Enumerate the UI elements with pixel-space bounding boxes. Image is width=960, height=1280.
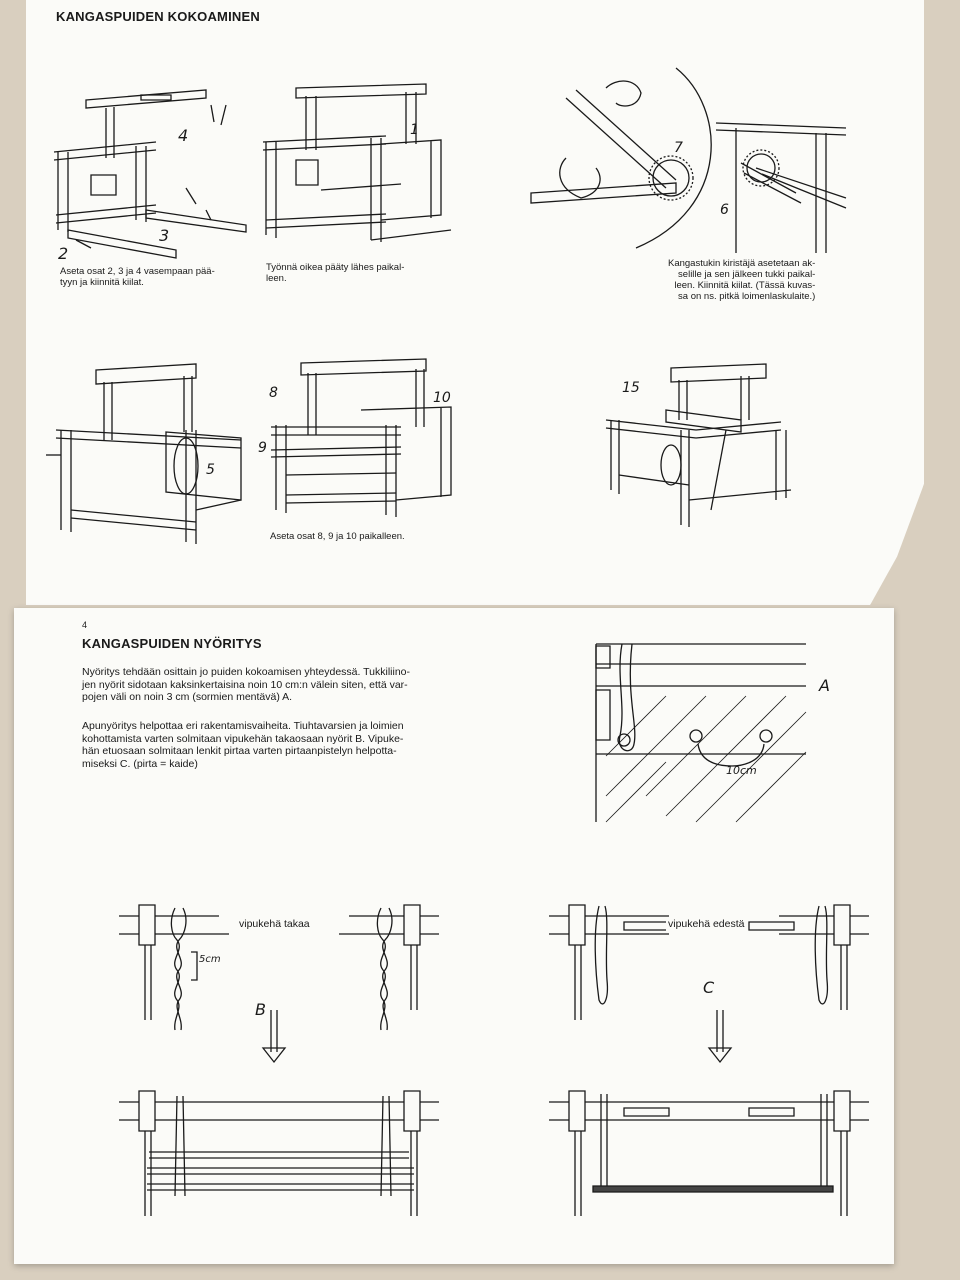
diagram-c-reed <box>549 1086 884 1226</box>
label-10cm: 10cm <box>726 764 757 777</box>
label-b: B <box>255 1000 266 1019</box>
label-a: A <box>819 676 830 695</box>
diagram-b-rods <box>119 1086 454 1226</box>
label-part-5: 5 <box>206 462 215 478</box>
page-number: 4 <box>82 620 88 630</box>
cording-instruction-sheet: 4 KANGASPUIDEN NYÖRITYS Nyöritys tehdään… <box>14 608 894 1264</box>
label-part-8: 8 <box>269 385 278 401</box>
paragraph-cording: Nyöritys tehdään osittain jo puiden koko… <box>82 666 411 703</box>
assembly-instruction-sheet: KANGASPUIDEN KOKOAMINEN 4 3 2 Aseta osat… <box>26 0 924 605</box>
figure-step-5 <box>266 355 466 530</box>
diagram-c-front-frame <box>549 900 884 1045</box>
label-rear-frame: vipukehä takaa <box>237 918 312 931</box>
label-part-7: 7 <box>674 140 683 156</box>
caption-step-2: Työnnä oikea pääty lähes paikal- leen. <box>266 262 405 284</box>
caption-step-1: Aseta osat 2, 3 ja 4 vasempaan pää- tyyn… <box>60 266 215 288</box>
label-part-2: 2 <box>58 244 69 263</box>
assembly-title: KANGASPUIDEN KOKOAMINEN <box>56 9 260 24</box>
diagram-a-beam-ties <box>586 636 816 826</box>
figure-step-6 <box>601 360 801 530</box>
figure-step-2 <box>261 80 461 255</box>
label-part-1: 1 <box>410 122 419 138</box>
label-5cm: 5cm <box>199 954 221 965</box>
label-part-15: 15 <box>622 380 640 396</box>
label-part-9: 9 <box>258 440 267 456</box>
label-part-3: 3 <box>159 226 170 245</box>
cording-title: KANGASPUIDEN NYÖRITYS <box>82 636 262 651</box>
diagram-b-rear-frame <box>119 900 454 1045</box>
label-part-10: 10 <box>433 390 451 406</box>
figure-step-4 <box>46 360 246 550</box>
label-front-frame: vipukehä edestä <box>666 918 747 931</box>
paragraph-auxiliary-cording: Apunyöritys helpottaa eri rakentamisvaih… <box>82 720 404 770</box>
caption-step-5: Aseta osat 8, 9 ja 10 paikalleen. <box>270 531 405 542</box>
label-part-6: 6 <box>720 202 729 218</box>
caption-step-3: Kangastukin kiristäjä asetetaan ak- seli… <box>668 258 816 302</box>
figure-step-3 <box>526 68 856 253</box>
figure-step-1 <box>46 80 256 270</box>
label-part-4: 4 <box>178 126 189 145</box>
label-c: C <box>703 978 715 997</box>
